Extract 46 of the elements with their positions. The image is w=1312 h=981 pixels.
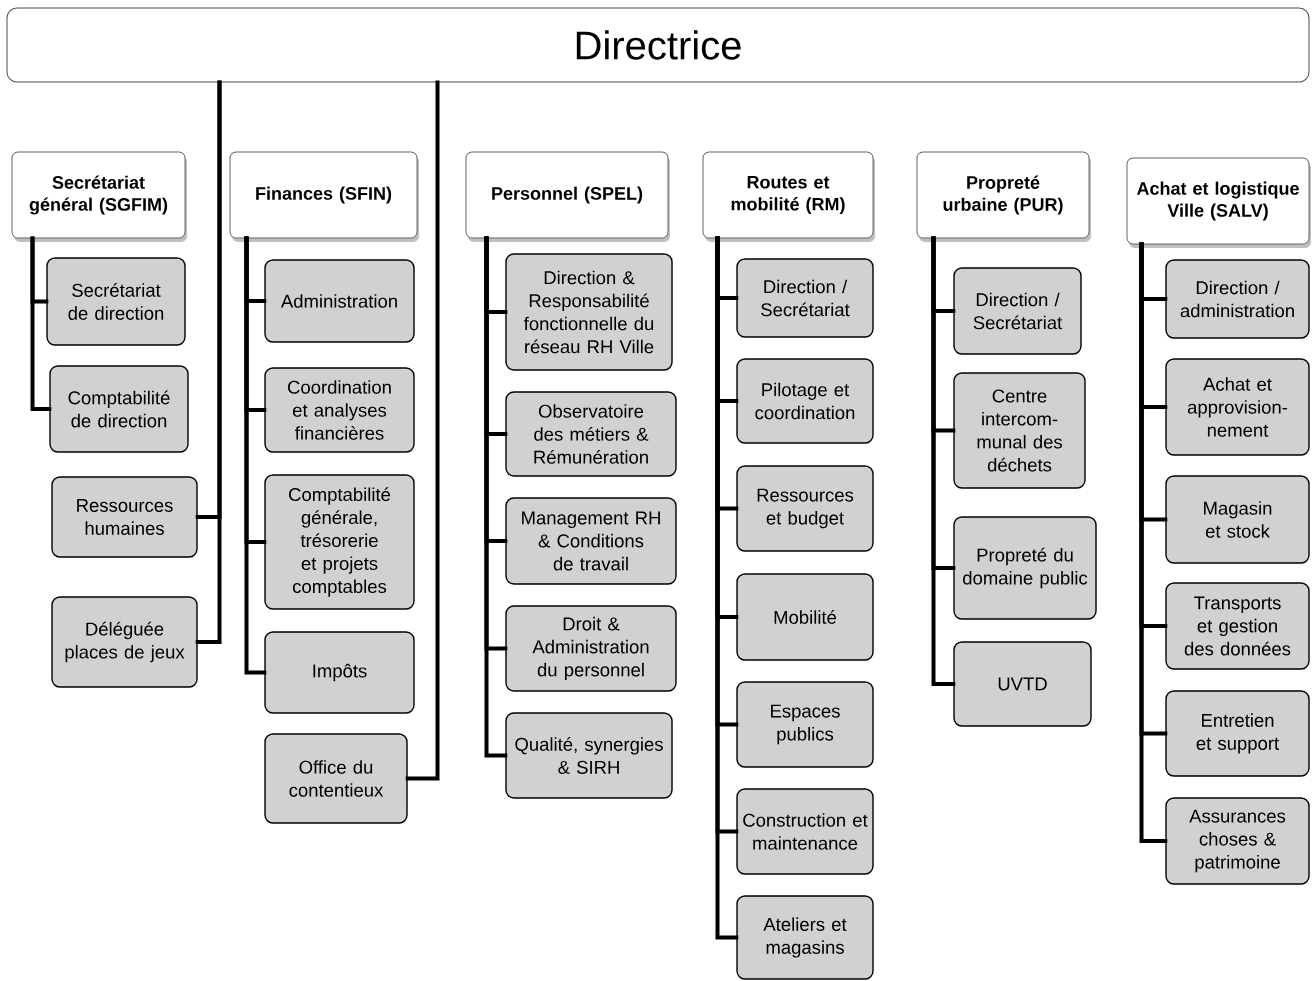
unit-box: Direction / Secrétariat (736, 258, 874, 338)
unit-box: Entretien et support (1165, 690, 1310, 777)
unit-box: Mobilité (736, 573, 874, 661)
unit-box: Comptabilité de direction (49, 365, 189, 453)
unit-box: Ressources humaines (51, 476, 198, 558)
unit-box: Propreté du domaine public (953, 516, 1097, 620)
unit-box: Secrétariat de direction (46, 257, 186, 346)
connector-line (244, 236, 267, 675)
department-box: Secrétariat général (SGFIM) (11, 151, 187, 242)
unit-box: Magasin et stock (1165, 475, 1310, 564)
unit-box: Transports et gestion des données (1165, 582, 1310, 670)
connector-line (715, 236, 739, 940)
unit-box: Ressources et budget (736, 465, 874, 552)
director-box: Directrice (6, 7, 1310, 83)
department-box: Routes et mobilité (RM) (702, 151, 875, 242)
unit-box: Management RH & Conditions de travail (505, 497, 677, 585)
connector-line (931, 236, 956, 686)
connector-line (1139, 242, 1168, 843)
unit-box: Déléguée places de jeux (51, 596, 198, 688)
unit-box: Centre intercom- munal des déchets (953, 372, 1086, 489)
unit-box: Coordination et analyses financières (264, 367, 415, 453)
connector-line (484, 236, 508, 758)
unit-box: Direction & Responsabilité fonctionnelle du réseau RH Ville (505, 253, 673, 371)
unit-box: Construction et maintenance (736, 788, 874, 875)
unit-box: Qualité, synergies & SIRH (505, 712, 673, 799)
unit-box: Espaces publics (736, 681, 874, 768)
connector-line (30, 236, 52, 411)
unit-box: Achat et approvision- nement (1165, 358, 1310, 456)
department-box: Achat et logistique Ville (SALV) (1126, 157, 1311, 248)
unit-box: Comptabilité générale, trésorerie et projets comptables (264, 474, 415, 610)
unit-box: Impôts (264, 631, 415, 714)
unit-box: Office du contentieux (264, 733, 408, 824)
unit-box: Direction / administration (1165, 259, 1310, 339)
unit-box: Ateliers et magasins (736, 895, 874, 980)
department-box: Propreté urbaine (PUR) (916, 151, 1091, 242)
unit-box: Administration (264, 259, 415, 343)
department-box: Personnel (SPEL) (465, 151, 670, 242)
unit-box: UVTD (953, 641, 1092, 727)
connector-line (195, 80, 222, 644)
connector-line (405, 80, 440, 781)
department-box: Finances (SFIN) (229, 151, 419, 242)
unit-box: Droit & Administration du personnel (505, 605, 677, 692)
unit-box: Pilotage et coordination (736, 358, 874, 444)
unit-box: Direction / Secrétariat (953, 267, 1082, 355)
unit-box: Assurances choses & patrimoine (1165, 797, 1310, 885)
unit-box: Observatoire des métiers & Rémunération (505, 391, 677, 477)
